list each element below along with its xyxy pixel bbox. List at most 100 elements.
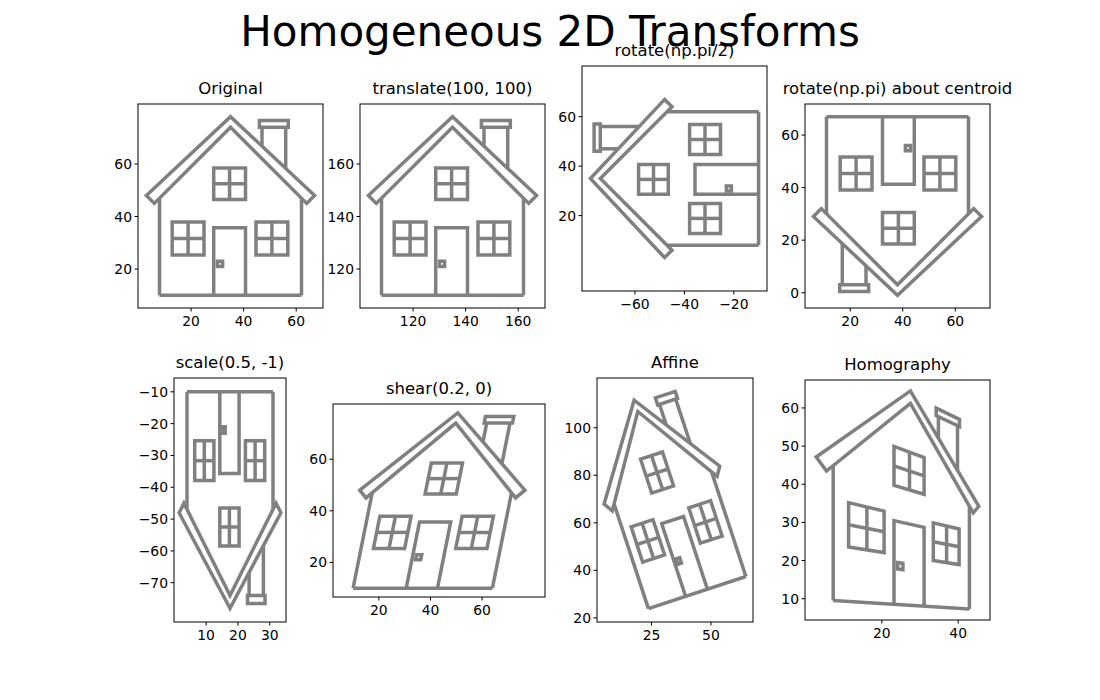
tick-label: 120 (327, 261, 354, 277)
axes-frame (360, 104, 545, 308)
tick-label: 0 (790, 285, 799, 301)
axes-background (174, 378, 286, 622)
house-outline (655, 391, 677, 405)
axes-frame (582, 66, 767, 291)
tick-label: 50 (781, 438, 799, 454)
panel-title: shear(0.2, 0) (386, 380, 492, 399)
house-outline (695, 518, 717, 525)
house-outline (214, 168, 246, 200)
house-outline (522, 198, 526, 295)
house-outline (956, 426, 960, 471)
tick-label: 80 (573, 467, 591, 483)
house-outline (256, 237, 288, 241)
tick-label: −70 (139, 575, 168, 591)
house-outline (373, 516, 411, 548)
tick-mark (237, 622, 238, 626)
axes-frame (805, 380, 990, 620)
tick-mark (684, 291, 685, 295)
house-outline (482, 127, 486, 146)
tick-label: 40 (309, 503, 327, 519)
tick-mark (802, 446, 806, 447)
house-outline (600, 147, 618, 151)
axes-background (597, 378, 753, 622)
tick-mark (594, 427, 598, 428)
house-outline (604, 400, 720, 511)
tick-label: 60 (558, 109, 576, 125)
house-outline (492, 493, 511, 588)
tick-mark (206, 622, 207, 626)
tick-label: 100 (564, 420, 591, 436)
tick-mark (802, 598, 806, 599)
house-outline (436, 168, 468, 200)
house-outline (937, 417, 941, 439)
panel-title: rotate(np.pi/2) (615, 42, 735, 61)
house-outline (652, 164, 656, 194)
axes-frame (805, 104, 990, 308)
tick-label: 20 (781, 232, 799, 248)
house-outline (614, 504, 648, 609)
house-outline (831, 466, 835, 601)
house-outline (220, 525, 239, 529)
tick-mark (171, 550, 175, 551)
house-outline (195, 459, 214, 463)
house-outline (262, 546, 266, 596)
house-outline (883, 227, 915, 231)
house-outline (172, 237, 204, 241)
tick-mark (594, 522, 598, 523)
tick-label: 60 (781, 127, 799, 143)
tick-mark (269, 622, 270, 626)
tick-label: 50 (702, 627, 720, 643)
axes-frame (333, 404, 545, 597)
tick-label: 40 (422, 602, 440, 618)
house-outline (428, 477, 459, 481)
house-outline (187, 390, 273, 394)
tick-mark (802, 407, 806, 408)
tick-label: 40 (894, 313, 912, 329)
tick-mark (955, 308, 956, 312)
tick-mark (135, 269, 139, 270)
tick-label: 40 (114, 209, 132, 225)
tick-mark (802, 187, 806, 188)
tick-label: 20 (229, 627, 247, 643)
house-outline (827, 115, 969, 119)
house-outline (641, 452, 674, 493)
axes-background (333, 404, 545, 597)
tick-label: 30 (781, 514, 799, 530)
panel-title: rotate(np.pi) about centroid (783, 80, 1013, 99)
tick-mark (802, 560, 806, 561)
house-outline (813, 209, 981, 296)
tick-label: 20 (558, 208, 576, 224)
house-outline (478, 237, 510, 241)
house-outline (933, 523, 959, 565)
house-outline (894, 446, 924, 494)
house-outline (690, 204, 721, 234)
tick-mark (850, 308, 851, 312)
axes-background (805, 104, 990, 308)
tick-mark (594, 475, 598, 476)
tick-label: 40 (558, 158, 576, 174)
tick-label: 10 (781, 591, 799, 607)
house-outline (256, 222, 288, 255)
tick-label: −50 (139, 511, 168, 527)
house-outline (394, 237, 426, 241)
tick-label: 160 (327, 156, 354, 172)
axes-background (582, 66, 767, 291)
house-outline (380, 198, 384, 295)
tick-mark (330, 459, 334, 460)
house-outline (222, 427, 225, 433)
tick-mark (465, 308, 466, 312)
panel-title: translate(100, 100) (372, 80, 532, 99)
house-outline (247, 573, 251, 596)
tick-mark (413, 308, 414, 312)
house-outline (214, 228, 246, 295)
house-outline (195, 441, 214, 481)
axes-frame (597, 378, 753, 622)
tick-label: −30 (139, 447, 168, 463)
tick-mark (881, 620, 882, 624)
tick-label: −60 (620, 296, 649, 312)
house-outline (160, 294, 302, 298)
tick-mark (579, 116, 583, 117)
house-outline (478, 222, 510, 255)
tick-mark (135, 163, 139, 164)
